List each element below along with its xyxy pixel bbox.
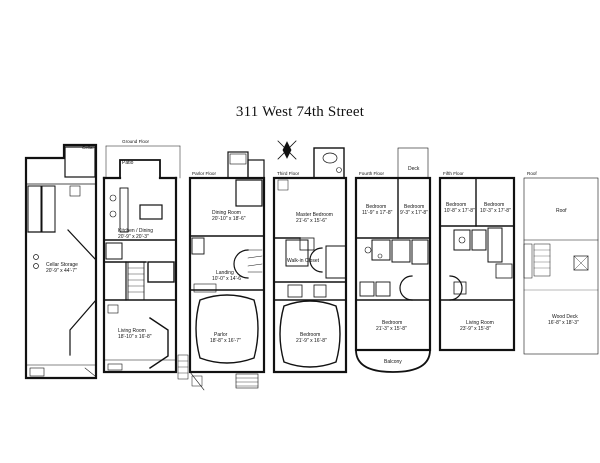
room-label: Bedroom xyxy=(446,202,466,208)
room-label: Living Room xyxy=(118,328,146,334)
room-label: Master Bedroom xyxy=(296,212,333,218)
room-label: Roof xyxy=(556,208,567,214)
fifth-floor-plan xyxy=(438,176,516,352)
room-dimension: 20'-10" x 18'-6" xyxy=(212,216,246,222)
room-label: Walk-in Closet xyxy=(287,258,320,264)
room-label: Bedroom xyxy=(404,204,424,210)
cellar-plan xyxy=(24,143,98,380)
room-label: Wood Deck xyxy=(552,314,578,320)
room-dimension: 21'-9" x 16'-8" xyxy=(296,338,327,344)
room-dimension: 21'-6" x 15'-6" xyxy=(296,218,327,224)
roof-plan xyxy=(523,177,599,355)
parlor-floor-plan xyxy=(188,151,266,391)
room-dimension: 10'-3" x 17'-8" xyxy=(480,208,511,214)
room-label: Bedroom xyxy=(382,320,402,326)
north-arrow-icon xyxy=(277,140,297,160)
floor-label-fifth: Fifth Floor xyxy=(443,171,464,176)
floor-label-fourth: Fourth Floor xyxy=(359,171,384,176)
room-label: Patio xyxy=(122,160,134,166)
room-label: Balcony xyxy=(384,359,402,365)
room-dimension: 23'-9" x 15'-8" xyxy=(460,326,491,332)
room-label: Landing xyxy=(216,270,234,276)
room-dimension: 16'-8" x 18'-3" xyxy=(548,320,579,326)
third-floor-plan xyxy=(272,147,348,374)
room-dimension: 10'-8" x 17'-8" xyxy=(444,208,475,214)
room-label: Bedroom xyxy=(366,204,386,210)
ground-floor-plan xyxy=(102,145,189,380)
room-label: Kitchen / Dining xyxy=(118,228,153,234)
room-label: Dining Room xyxy=(212,210,241,216)
plan-title: 311 West 74th Street xyxy=(235,104,365,120)
room-label: Bedroom xyxy=(484,202,504,208)
floor-label-third: Third Floor xyxy=(277,171,300,176)
room-label: Parlor xyxy=(214,332,228,338)
room-label: Living Room xyxy=(466,320,494,326)
room-dimension: 18'-8" x 16'-7" xyxy=(210,338,241,344)
room-dimension: 20'-9" x 44'-7" xyxy=(46,268,77,274)
room-dimension: 18'-10" x 16'-8" xyxy=(118,334,152,340)
room-dimension: 21'-3" x 15'-8" xyxy=(376,326,407,332)
room-dimension: 10'-0" x 14'-6" xyxy=(212,276,243,282)
room-dimension: 20'-9" x 20'-3" xyxy=(118,234,149,240)
room-label: Bedroom xyxy=(300,332,320,338)
fourth-floor-plan xyxy=(354,147,432,373)
floor-label-cellar: Cellar xyxy=(82,145,94,150)
floor-label-parlor: Parlor Floor xyxy=(192,171,216,176)
floor-label-roof: Roof xyxy=(527,171,537,176)
room-label: Deck xyxy=(408,166,420,172)
room-dimension: 9'-3" x 17'-8" xyxy=(400,210,428,216)
floor-label-ground: Ground Floor xyxy=(122,139,150,144)
room-label: Cellar Storage xyxy=(46,262,78,268)
room-dimension: 11'-9" x 17'-8" xyxy=(362,210,393,216)
